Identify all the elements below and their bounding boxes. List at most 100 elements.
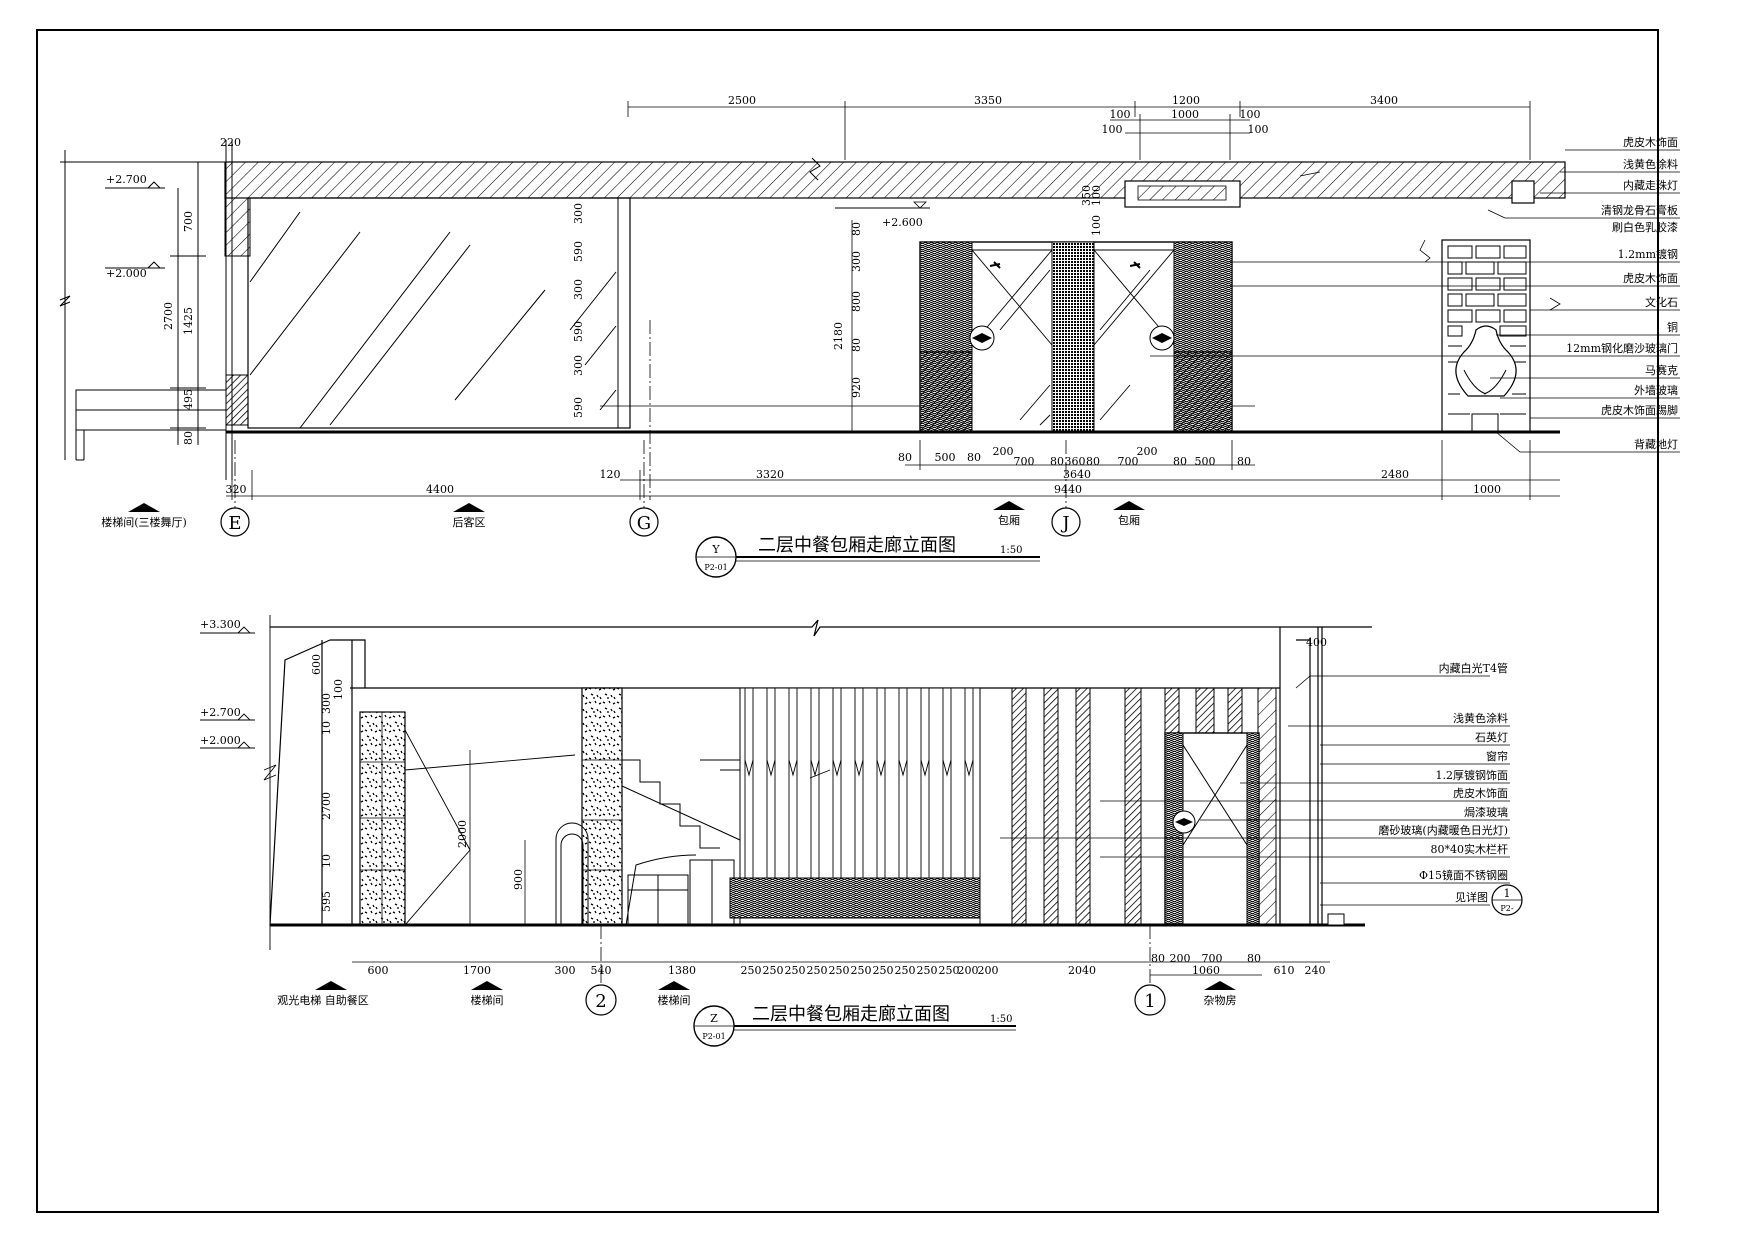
level-z-2700: +2.700 — [200, 706, 241, 719]
dim-sub-5: 100 — [1248, 123, 1269, 136]
area-arrow-1 — [128, 503, 160, 512]
screen-slat-notch — [876, 759, 886, 777]
callout-y-4: 刷白色乳胶漆 — [1612, 220, 1678, 234]
grid-bubble-2 — [585, 984, 617, 1016]
grid-label-2: 2 — [595, 991, 606, 1012]
title-text-y: 二层中餐包厢走廊立面图 — [758, 535, 956, 556]
door-dim-5: 920 — [850, 377, 863, 398]
title-block-y: Y P2-01 二层中餐包厢走廊立面图 1:50 — [695, 535, 1040, 578]
area-label-y-3: 包厢 — [1118, 514, 1140, 527]
glass-wall — [247, 197, 631, 429]
area-label-y-0: 楼梯间(三楼舞厅) — [101, 515, 187, 529]
dim-z-b-17: 2040 — [1068, 964, 1096, 977]
dim-b1-0: 80 — [898, 451, 912, 464]
dim-z-b-5: 250 — [741, 964, 762, 977]
screen-slat-notch — [942, 759, 952, 777]
screen-slat-notch — [744, 759, 754, 777]
dim-b1-4: 700 — [1014, 455, 1035, 468]
dim-z-b-22: 610 — [1274, 964, 1295, 977]
dim-top-3: 1200 — [1172, 94, 1200, 107]
area-arrow-4 — [1113, 501, 1145, 510]
dim-z-b-11: 250 — [873, 964, 894, 977]
screen-slat-notch — [898, 759, 908, 777]
dim-sub-1: 100 — [1110, 108, 1131, 121]
glass-dim-1: 300 — [572, 203, 585, 224]
dim-b3-0: 320 — [226, 483, 247, 496]
area-arrow-z3 — [658, 981, 690, 990]
callout-y-10: 马赛克 — [1645, 363, 1678, 377]
dim-b1-3: 200 — [993, 445, 1014, 458]
dim-b1-5: 80 — [1050, 455, 1064, 468]
glass-reflections — [249, 198, 631, 429]
dim-z-b-23: 240 — [1305, 964, 1326, 977]
dim-z-v-2: 300 — [320, 693, 333, 714]
dim-z-b-14: 250 — [939, 964, 960, 977]
dim-z-v-5: 10 — [320, 854, 333, 868]
screen-slat-notch — [920, 759, 930, 777]
right-soffit — [1511, 180, 1535, 204]
dim-b2-2: 3640 — [1063, 468, 1091, 481]
dim-z-b-7: 250 — [785, 964, 806, 977]
dim-z-b-12: 250 — [895, 964, 916, 977]
glass-dim-4: 590 — [572, 321, 585, 342]
dim-top-4: 3400 — [1370, 94, 1398, 107]
area-label-y-1: 后客区 — [453, 515, 486, 529]
door-wall — [919, 241, 1233, 433]
door-dim-3: 800 — [850, 291, 863, 312]
elevation-y: 2500 3350 1200 3400 100 1000 100 100 100… — [59, 94, 1680, 578]
dim-b1-6: 360 — [1065, 455, 1086, 468]
callout-z-8: 80*40实木栏杆 — [1431, 842, 1509, 856]
level-mid: +2.600 — [882, 216, 923, 229]
dim-z-b-18: 80 — [1151, 952, 1165, 965]
elevation-z: +3.300 +2.700 +2.000 400 600 100 300 10 … — [200, 615, 1523, 1047]
screen-slat-notch — [766, 759, 776, 777]
title-tag-z: Z — [710, 1012, 718, 1025]
dim-b1-11: 500 — [1195, 455, 1216, 468]
stair-handrail-post — [225, 374, 249, 426]
stone-column-left — [359, 711, 406, 926]
callout-y-8: 铜 — [1667, 320, 1678, 334]
dim-z-door-1060: 1060 — [1192, 964, 1220, 977]
detail-tag-sheet: P2- — [1500, 904, 1513, 913]
level-z-3300: +3.300 — [200, 618, 241, 631]
callout-z-10: 见详图 — [1455, 890, 1488, 904]
ceiling-slab — [224, 161, 1566, 199]
dim-z-b-0: 600 — [368, 964, 389, 977]
title-text-z: 二层中餐包厢走廊立面图 — [752, 1004, 950, 1025]
glass-dim-3: 300 — [572, 279, 585, 300]
grid-lines-z — [600, 925, 1151, 985]
detail-tag-num: 1 — [1504, 887, 1511, 900]
grid-lines-y — [234, 440, 1067, 508]
dim-b3-2: 9440 — [1054, 483, 1082, 496]
levels-z — [200, 615, 277, 950]
dim-z-v-0: 600 — [310, 654, 323, 675]
dim-z-b-8: 250 — [807, 964, 828, 977]
callout-z-2: 石英灯 — [1475, 730, 1508, 744]
dim-2700: 2700 — [162, 302, 175, 330]
dim-80: 80 — [182, 431, 195, 445]
dim-z-b-4: 1380 — [668, 964, 696, 977]
dim-sub-4: 100 — [1102, 123, 1123, 136]
area-arrow-2 — [453, 503, 485, 512]
hatched-strips — [1011, 687, 1277, 926]
callout-z-5: 虎皮木饰面 — [1453, 786, 1508, 800]
callout-y-1: 浅黄色涂料 — [1623, 157, 1678, 171]
grid-bubble-e — [220, 507, 250, 537]
area-arrow-z4 — [1204, 981, 1236, 990]
wood-railing-base — [729, 877, 981, 919]
title-sheet-y: P2-01 — [704, 563, 727, 572]
callout-y-0: 虎皮木饰面 — [1623, 135, 1678, 149]
area-label-z-1: 楼梯间 — [471, 993, 504, 1007]
bottom-dims-z: 600 1700 300 540 1380 250 250 250 250 25… — [368, 952, 1326, 977]
grid-label-j: J — [1060, 513, 1069, 534]
dim-z-v-1: 100 — [332, 679, 345, 700]
glass-dim-5: 300 — [572, 355, 585, 376]
grid-label-e: E — [228, 513, 241, 534]
sheet-border — [36, 29, 1659, 1213]
grid-bubble-1 — [1134, 984, 1166, 1016]
dim-b1-9: 200 — [1137, 445, 1158, 458]
bottom-dims-y-lines — [226, 440, 1560, 500]
left-stair-region — [59, 140, 233, 480]
door-dim-1: 80 — [850, 222, 863, 236]
glass-dim-6: 590 — [572, 397, 585, 418]
